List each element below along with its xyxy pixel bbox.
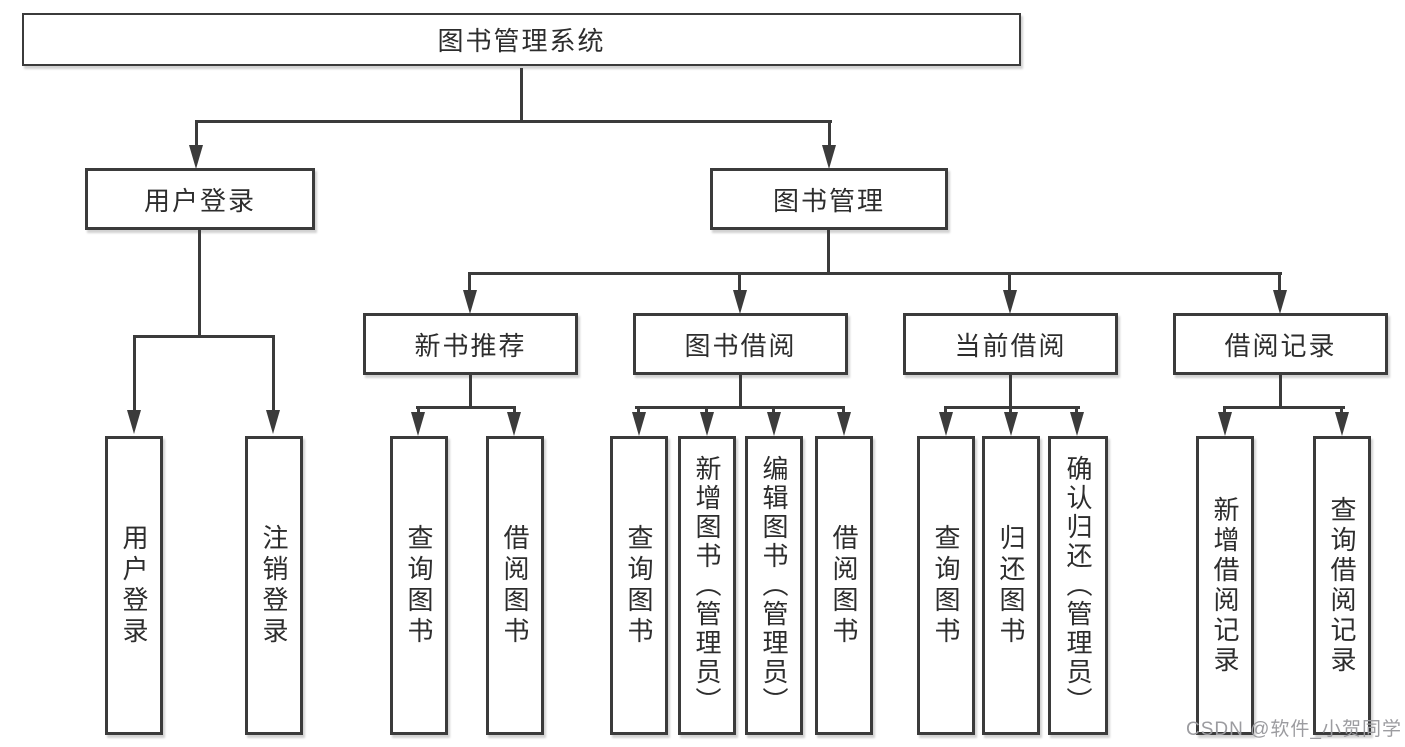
connector-to-current-borrow bbox=[1008, 272, 1011, 294]
arrowhead-down bbox=[822, 145, 836, 169]
connector-book-management-stub bbox=[827, 230, 830, 275]
connector-to-borrow-record bbox=[1278, 272, 1281, 294]
leaf-query-books-label: 查询图书 bbox=[931, 523, 961, 648]
csdn-watermark: CSDN @软件_小贺同学 bbox=[1186, 719, 1402, 740]
connector-to-user-login bbox=[195, 120, 198, 150]
leaf-edit-book-admin-label: 编辑图书（管理员） bbox=[759, 455, 789, 716]
connector-root-stub bbox=[520, 68, 523, 123]
connector-user-login-horizontal bbox=[133, 335, 275, 338]
node-root-label: 图书管理系统 bbox=[437, 26, 606, 56]
arrowhead-down bbox=[632, 412, 646, 436]
leaf-confirm-return-admin: 确认归还（管理员） bbox=[1048, 436, 1108, 735]
leaf-borrow-books: 借阅图书 bbox=[815, 436, 873, 735]
leaf-user-login: 用户登录 bbox=[105, 436, 163, 735]
connector-root-horizontal bbox=[195, 120, 832, 123]
arrowhead-down bbox=[127, 410, 141, 434]
connector-to-book-borrow bbox=[738, 272, 741, 294]
leaf-query-borrow-record-label: 查询借阅记录 bbox=[1327, 495, 1357, 676]
connector-to-leaf bbox=[133, 335, 136, 413]
connector-book-borrow-stub bbox=[739, 375, 742, 409]
arrowhead-down bbox=[1003, 290, 1017, 314]
leaf-add-book-admin: 新增图书（管理员） bbox=[678, 436, 736, 735]
leaf-query-books: 查询图书 bbox=[390, 436, 448, 735]
node-current-borrow-label: 当前借阅 bbox=[954, 330, 1067, 361]
arrowhead-down bbox=[411, 412, 425, 436]
leaf-query-books: 查询图书 bbox=[917, 436, 975, 735]
node-book-borrow: 图书借阅 bbox=[633, 313, 848, 375]
arrowhead-down bbox=[1218, 412, 1232, 436]
arrowhead-down bbox=[189, 145, 203, 169]
arrowhead-down bbox=[837, 412, 851, 436]
leaf-borrow-books-label: 借阅图书 bbox=[500, 523, 530, 648]
arrowhead-down bbox=[266, 410, 280, 434]
arrowhead-down bbox=[1004, 412, 1018, 436]
arrowhead-down bbox=[1070, 412, 1084, 436]
arrowhead-down bbox=[1273, 290, 1287, 314]
node-borrow-record-label: 借阅记录 bbox=[1224, 330, 1337, 361]
leaf-edit-book-admin: 编辑图书（管理员） bbox=[745, 436, 803, 735]
connector-to-book-management bbox=[828, 120, 831, 150]
node-user-login: 用户登录 bbox=[85, 168, 315, 230]
connector-new-book-horizontal bbox=[416, 406, 516, 409]
node-borrow-record: 借阅记录 bbox=[1173, 313, 1388, 375]
arrowhead-down bbox=[767, 412, 781, 436]
node-book-management-label: 图书管理 bbox=[772, 185, 885, 216]
connector-borrow-record-stub bbox=[1279, 375, 1282, 409]
arrowhead-down bbox=[939, 412, 953, 436]
leaf-query-borrow-record: 查询借阅记录 bbox=[1313, 436, 1371, 735]
leaf-query-books-label: 查询图书 bbox=[404, 523, 434, 648]
arrowhead-down bbox=[1335, 412, 1349, 436]
connector-new-book-stub bbox=[469, 375, 472, 409]
node-current-borrow: 当前借阅 bbox=[903, 313, 1118, 375]
node-new-book-recommend-label: 新书推荐 bbox=[414, 330, 527, 361]
leaf-query-books: 查询图书 bbox=[610, 436, 668, 735]
leaf-query-books-label: 查询图书 bbox=[624, 523, 654, 648]
connector-current-borrow-horizontal bbox=[944, 406, 1080, 409]
arrowhead-down bbox=[733, 290, 747, 314]
node-root: 图书管理系统 bbox=[22, 13, 1021, 66]
arrowhead-down bbox=[463, 290, 477, 314]
arrowhead-down bbox=[700, 412, 714, 436]
arrowhead-down bbox=[507, 412, 521, 436]
connector-book-borrow-horizontal bbox=[635, 406, 844, 409]
node-user-login-label: 用户登录 bbox=[143, 185, 256, 216]
leaf-confirm-return-admin-label: 确认归还（管理员） bbox=[1063, 455, 1093, 716]
leaf-add-borrow-record: 新增借阅记录 bbox=[1196, 436, 1254, 735]
connector-user-login-stub bbox=[198, 230, 201, 338]
connector-borrow-record-horizontal bbox=[1223, 406, 1345, 409]
leaf-user-login-label: 用户登录 bbox=[119, 523, 149, 648]
connector-book-management-horizontal bbox=[468, 272, 1282, 275]
connector-to-leaf bbox=[272, 335, 275, 413]
node-book-borrow-label: 图书借阅 bbox=[684, 330, 797, 361]
node-book-management: 图书管理 bbox=[710, 168, 948, 230]
leaf-borrow-books-label: 借阅图书 bbox=[829, 523, 859, 648]
leaf-borrow-books: 借阅图书 bbox=[486, 436, 544, 735]
node-new-book-recommend: 新书推荐 bbox=[363, 313, 578, 375]
leaf-logout-label: 注销登录 bbox=[259, 523, 289, 648]
connector-current-borrow-stub bbox=[1009, 375, 1012, 409]
leaf-return-books: 归还图书 bbox=[982, 436, 1040, 735]
leaf-return-books-label: 归还图书 bbox=[996, 523, 1026, 648]
connector-to-new-book bbox=[468, 272, 471, 294]
leaf-add-borrow-record-label: 新增借阅记录 bbox=[1210, 495, 1240, 676]
leaf-logout: 注销登录 bbox=[245, 436, 303, 735]
leaf-add-book-admin-label: 新增图书（管理员） bbox=[692, 455, 722, 716]
